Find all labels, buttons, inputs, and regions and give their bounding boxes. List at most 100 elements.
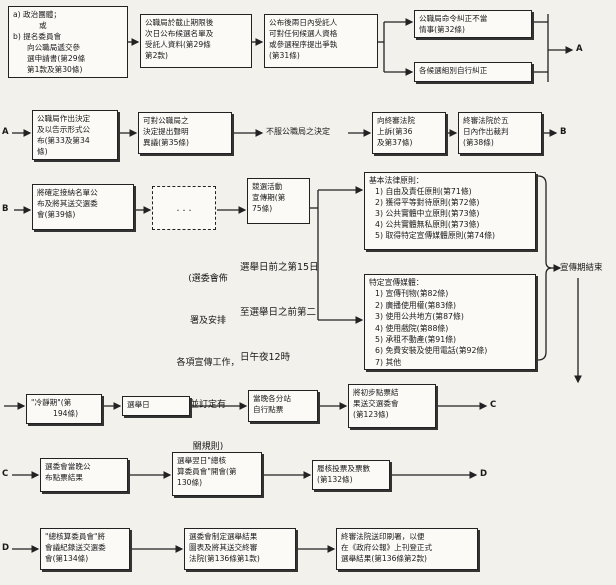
committee-note: (選委會佈 署及安排 各項宣傳工作， 並訂定有 關規則) [158,244,258,468]
connector-b-in: B [2,204,9,214]
objection-line-2: 可對任何候選人資格 [269,29,338,38]
recheck-box: 履核投票及票數 (第132條) [312,460,390,490]
campaign-time-line-1: 選舉日前之第15日 [240,262,319,273]
principles-box: 基本法律原則： 1) 自由及責任原則(第71條) 2) 獲得平等對待原則(第72… [364,172,536,250]
final-ruling-line-1: 終審法院於五 [463,116,509,125]
appeal-line-2: 決定提出聲明 [143,127,189,136]
media-6: 6) 免費安裝及使用電話(第92條) [375,346,488,356]
send-result-line-2: 果送交選委會 [353,399,399,408]
cooling-line-1: "冷靜期"(第 [31,398,72,407]
committee-note-line-1: (選委會佈 [188,274,228,284]
not-accept-text: 不服公職局之決定 [266,127,330,136]
send-result-line-1: 將初步點票結 [353,388,399,397]
decision-box: 公職局作出決定 及以告示形式公 布(第33及第34 條) [32,110,118,160]
send-list-line-3: 會(第39條) [37,210,76,219]
publish-list-box: 公職局於截止期限後 次日公布候選名單及 受託人資料(第29條 第2款) [140,14,252,68]
count-box: 當晚各分站 自行點票 [248,390,318,422]
self-correct-box: 各候選組別自行糾正 [414,62,532,82]
result-map-box: 選委會制定選舉結果 圖表及將其送交終審 法院(第136條第1款) [184,528,296,570]
general-meeting-line-1: 選舉翌日"總核 [177,456,227,465]
publish-final-box: 終審法院送印刷署，以便 在《政府公報》上刊登正式 選舉結果(第136條第2款) [336,528,478,570]
publish-list-line-1: 公職局於截止期限後 [145,18,214,27]
final-ruling-box: 終審法院於五 日內作出裁判 (第38條) [458,112,542,154]
send-result-line-3: (第123條) [353,410,389,419]
objection-line-3: 或參選程序提出爭執 [269,40,338,49]
result-map-line-3: 法院(第136條第1款) [189,554,260,563]
campaign-time-line-3: 日午夜12時 [240,352,291,363]
principle-4: 4) 公共實體無私原則(第73條) [375,220,480,229]
report-line-3: 會(第134條) [45,554,89,563]
campaign-period-line-2: 宣傳期(第 [252,193,286,202]
connector-c-out: C [490,400,497,410]
correct-order-line-1: 公職局命令糾正不當 [419,14,488,23]
committee-tally-line-1: 選委會當晚公 [45,462,91,471]
connector-d-out: D [480,469,488,479]
recheck-line-1: 履核投票及票數 [317,464,371,473]
media-1: 1) 宣傳刊物(第82條) [375,289,449,299]
campaign-end-text: 宣傳期結束 [560,263,603,273]
report-line-1: "總核算委員會"將 [45,532,106,541]
general-meeting-box: 選舉翌日"總核 算委員會"開會(第 130條) [172,452,262,496]
send-list-line-1: 將確定接納名單公 [37,188,98,197]
committee-note-line-4: 並訂定有 [189,400,226,410]
submitter-box: a) 政治團體； 或 b) 提名委員會 向公職局遞交參 選申請書(第29條 第1… [8,6,128,78]
objection-box: 公布後兩日內受託人 可對任何候選人資格 或參選程序提出爭執 (第31條) [264,14,378,68]
option-b-line-4: 第1款及第30條) [27,65,83,74]
campaign-period-line-1: 競選活動 [252,182,283,191]
count-line-2: 自行點票 [253,405,284,414]
option-b-line-1: b) 提名委員會 [13,32,62,41]
decision-line-1: 公職局作出決定 [37,114,91,123]
final-ruling-line-2: 日內作出裁判 [463,127,509,136]
media-7: 7) 其他 [375,357,402,367]
connector-c-in: C [2,469,9,479]
count-line-1: 當晚各分站 [253,394,291,403]
objection-line-4: (第31條) [269,51,300,60]
connector-b-out: B [560,127,567,137]
general-meeting-line-3: 130條) [177,478,203,487]
committee-note-line-3: 各項宣傳工作， [176,358,240,368]
correct-order-box: 公職局命令糾正不當 情事(第32條) [414,10,532,38]
publish-final-line-1: 終審法院送印刷署，以便 [341,532,425,541]
principle-1: 1) 自由及責任原則(第71條) [375,187,472,196]
decision-line-4: 條) [37,147,48,156]
publish-final-line-2: 在《政府公報》上刊登正式 [341,543,433,552]
recheck-line-2: (第132條) [317,475,353,484]
report-box: "總核算委員會"將 會議紀錄送交選委 會(第134條) [40,528,130,570]
appeal-box: 可對公職局之 決定提出聲明 異議(第35條) [138,112,232,154]
objection-line-1: 公布後兩日內受託人 [269,18,338,27]
option-a-text: a) 政治團體； [13,10,61,19]
principle-2: 2) 獲得平等對待原則(第72條) [375,198,480,207]
media-3: 3) 使用公共地方(第87條) [375,312,464,322]
court-appeal-line-1: 向終審法院 [377,116,415,125]
self-correct-text: 各候選組別自行糾正 [419,66,488,75]
general-meeting-line-2: 算委員會"開會(第 [177,467,237,476]
committee-tally-line-2: 布點票結果 [45,473,83,482]
election-day-text: 選舉日 [127,400,150,409]
court-appeal-line-3: 及第37條) [377,138,413,147]
send-list-line-2: 布及將其送交選委 [37,199,98,208]
committee-note-line-2: 署及安排 [189,316,226,326]
result-map-line-2: 圖表及將其送交終審 [189,543,258,552]
final-ruling-line-3: (第38條) [463,138,494,147]
dots-text: . . . [176,203,192,214]
committee-note-line-5: 關規則) [192,442,224,452]
election-day-box: 選舉日 [122,396,190,416]
publish-list-line-4: 第2款) [145,51,168,60]
campaign-period-box: 競選活動 宣傳期(第 75條) [247,178,310,224]
send-list-box: 將確定接納名單公 布及將其送交選委 會(第39條) [32,184,134,230]
correct-order-line-2: 情事(第32條) [419,25,465,34]
principle-3: 3) 公共實體中立原則(第73條) [375,209,480,218]
principle-5: 5) 取得特定宣傳媒體原則(第74條) [375,231,496,240]
send-result-box: 將初步點票結 果送交選委會 (第123條) [348,384,436,428]
media-box: 特定宣傳媒體： 1) 宣傳刊物(第82條) 2) 廣播使用權(第83條) 3) … [364,274,536,370]
media-2: 2) 廣播使用權(第83條) [375,300,457,310]
connector-a-out: A [576,44,583,54]
media-4: 4) 使用戲院(第88條) [375,323,449,333]
court-appeal-box: 向終審法院 上訴(第36 及第37條) [372,112,446,154]
dots-box: . . . [152,186,216,230]
option-b-line-3: 選申請書(第29條 [27,54,86,63]
campaign-time-text: 選舉日前之第15日 至選舉日之前第二 日午夜12時 [240,230,319,380]
publish-list-line-3: 受託人資料(第29條 [145,40,211,49]
publish-final-line-3: 選舉結果(第136條第2款) [341,554,427,563]
